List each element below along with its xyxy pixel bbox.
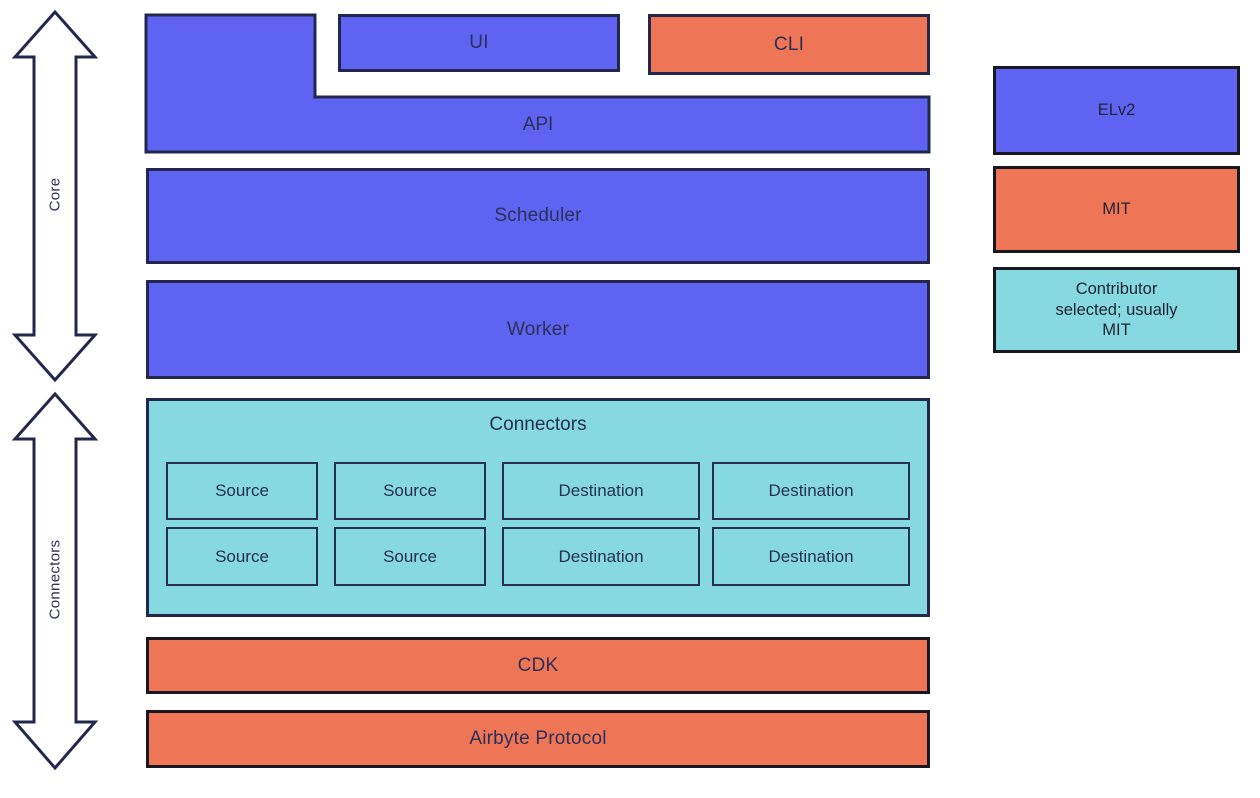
- connector-destination-box: Destination: [502, 527, 700, 586]
- airbyte-protocol-label: Airbyte Protocol: [469, 728, 607, 749]
- connector-source-box: Source: [166, 462, 318, 520]
- cdk-block: CDK: [146, 637, 930, 694]
- connector-source-label: Source: [383, 481, 437, 500]
- core-arrow-label: Core: [46, 177, 64, 212]
- connectors-block: Connectors Source Source Destination Des…: [146, 398, 930, 617]
- connector-destination-label: Destination: [768, 546, 854, 566]
- connector-destination-box: Destination: [712, 527, 910, 586]
- connector-source-box: Source: [334, 462, 486, 520]
- airbyte-protocol-block: Airbyte Protocol: [146, 710, 930, 768]
- api-l-shape: [144, 13, 931, 154]
- legend-item-mit: MIT: [993, 166, 1240, 253]
- connector-destination-label: Destination: [558, 546, 644, 566]
- connectors-block-title: Connectors: [489, 414, 587, 435]
- scheduler-block: Scheduler: [146, 168, 930, 264]
- legend-item-contributor: Contributor selected; usually MIT: [993, 267, 1240, 353]
- core-arrow: [11, 9, 99, 383]
- connector-source-label: Source: [215, 481, 269, 500]
- ui-block-label: UI: [469, 32, 489, 53]
- connector-source-label: Source: [383, 546, 437, 566]
- legend-contributor-label: Contributor selected; usually MIT: [1055, 280, 1178, 340]
- connector-destination-label: Destination: [558, 481, 644, 500]
- legend-item-elv2: ELv2: [993, 66, 1240, 155]
- scheduler-block-label: Scheduler: [494, 205, 582, 226]
- ui-block: UI: [338, 14, 620, 72]
- legend-elv2-label: ELv2: [1097, 101, 1136, 120]
- connector-source-box: Source: [334, 527, 486, 586]
- cdk-block-label: CDK: [517, 654, 559, 676]
- connector-source-box: Source: [166, 527, 318, 586]
- cli-block: CLI: [648, 14, 930, 75]
- legend-mit-label: MIT: [1102, 200, 1131, 219]
- connectors-arrow: [11, 391, 99, 771]
- worker-block-label: Worker: [506, 318, 570, 340]
- connector-destination-box: Destination: [712, 462, 910, 520]
- connector-destination-box: Destination: [502, 462, 700, 520]
- cli-block-label: CLI: [773, 33, 805, 55]
- worker-block: Worker: [146, 280, 930, 379]
- api-block-label: API: [522, 113, 554, 135]
- connector-source-label: Source: [215, 546, 269, 566]
- connectors-arrow-label: Connectors: [46, 539, 64, 620]
- connector-destination-label: Destination: [768, 481, 854, 500]
